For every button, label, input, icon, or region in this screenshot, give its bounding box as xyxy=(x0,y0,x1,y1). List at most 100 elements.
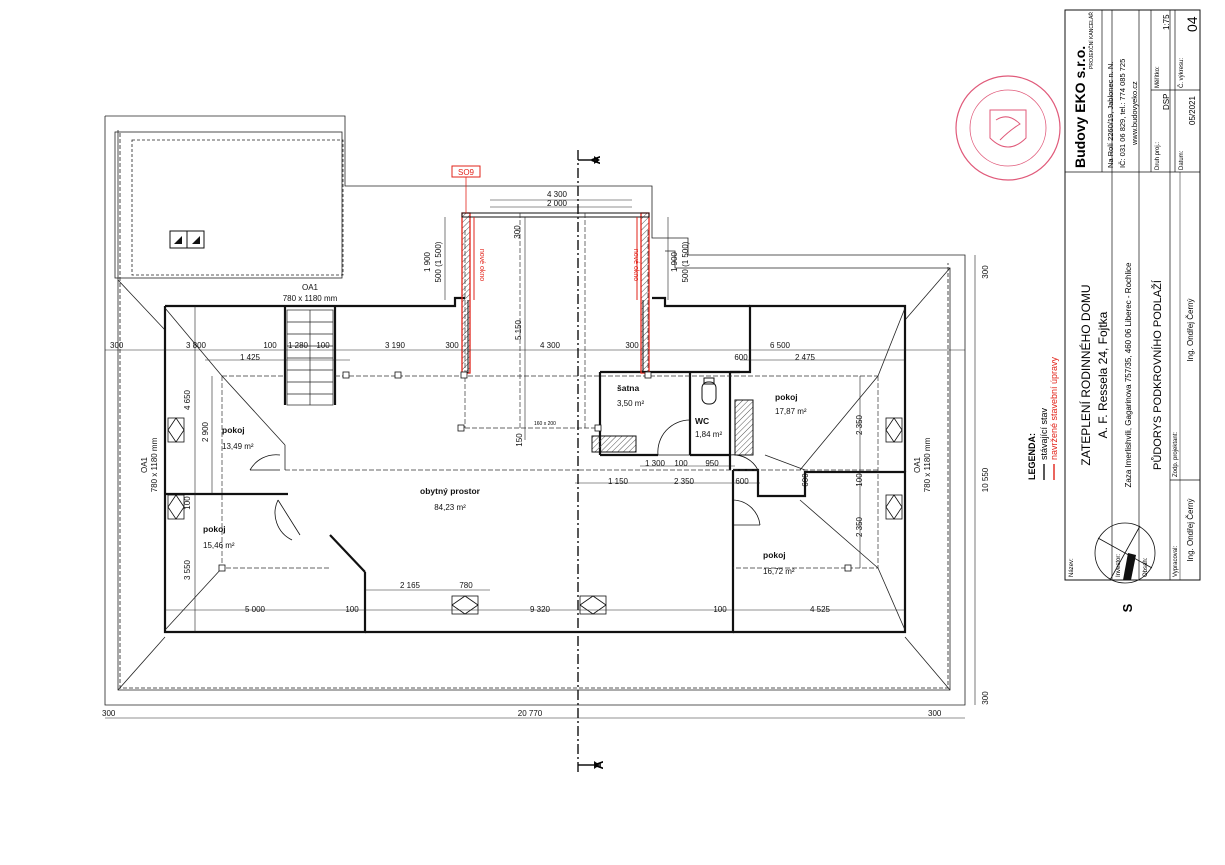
dim-950: 950 xyxy=(705,459,719,468)
walls xyxy=(163,296,907,634)
dim-500-l: 500 (1 500) xyxy=(434,241,443,282)
dim-4650: 4 650 xyxy=(183,389,192,410)
dim-300-d: 300 xyxy=(625,341,639,350)
cislo: 04 xyxy=(1184,16,1200,32)
zodp: Ing. Ondřej Černý xyxy=(1186,298,1195,361)
legend-title: LEGENDA: xyxy=(1027,433,1037,480)
label-datum: Datum: xyxy=(1179,150,1185,170)
datum: 05/2021 xyxy=(1188,96,1197,125)
dim-300-br: 300 xyxy=(928,709,942,718)
dormer xyxy=(461,212,650,374)
dim-780: 780 xyxy=(459,581,473,590)
dim-2900: 2 900 xyxy=(201,421,210,442)
north-label: S xyxy=(1120,603,1135,612)
room-obytny-area: 84,23 m² xyxy=(434,503,466,512)
room-pokoj15-name: pokoj xyxy=(203,524,226,534)
dim-100-e: 100 xyxy=(674,459,688,468)
company-contact: IČ: 031 06 829, tel.: 774 085 725 xyxy=(1118,59,1127,168)
dim-4525: 4 525 xyxy=(810,605,831,614)
company-web: www.budovyeko.cz xyxy=(1130,81,1139,146)
dim-3190: 3 190 xyxy=(385,341,406,350)
dim-150: 150 xyxy=(515,433,524,447)
dim-300-bay: 300 xyxy=(513,225,522,239)
dim-1280: 1 280 xyxy=(288,341,309,350)
so9-label: SO9 xyxy=(458,168,475,177)
dim-9320: 9 320 xyxy=(530,605,551,614)
north-arrow: S xyxy=(1094,522,1156,612)
company-name: Budovy EKO s.r.o. xyxy=(1072,46,1088,168)
section-arrows xyxy=(578,156,600,769)
room-pokoj16-name: pokoj xyxy=(763,550,786,560)
room-obytny-name: obytný prostor xyxy=(420,486,481,496)
room-pokoj17-area: 17,87 m² xyxy=(775,407,807,416)
dim-500-r: 500 (1 500) xyxy=(681,241,690,282)
dim-2165: 2 165 xyxy=(400,581,421,590)
room-satna-name: šatna xyxy=(617,383,639,393)
dim-6500: 6 500 xyxy=(770,341,791,350)
dim-1300: 1 300 xyxy=(645,459,666,468)
dim-5150: 5 150 xyxy=(514,319,523,340)
staircase xyxy=(286,309,334,406)
investor: Zaza Imerlishvili, Gagarinova 757/35, 46… xyxy=(1124,262,1133,488)
room-wc-area: 1,84 m² xyxy=(695,430,722,439)
dim-300-lt: 300 xyxy=(110,341,124,350)
label-zodp: Zodp. projektant: xyxy=(1173,432,1179,477)
title-block: Název: ZATEPLENÍ RODINNÉHO DOMU A. F. Re… xyxy=(1064,9,1201,581)
meritko: 1:75 xyxy=(1162,14,1171,30)
room-pokoj13-area: 13,49 m² xyxy=(222,442,254,451)
oa1-top-size: 780 x 1180 mm xyxy=(283,294,338,303)
dim-1150: 1 150 xyxy=(608,477,629,486)
vypracoval: Ing. Ondřej Černý xyxy=(1186,498,1195,561)
room-pokoj16-area: 16,72 m² xyxy=(763,567,795,576)
room-satna-area: 3,50 m² xyxy=(617,399,644,408)
dim-1900-r: 1 900 xyxy=(670,251,679,272)
dim-100-a: 100 xyxy=(263,341,277,350)
dim-100-l: 100 xyxy=(183,496,192,510)
dim-600-b: 600 xyxy=(735,477,749,486)
engineer-stamp xyxy=(955,75,1061,181)
project-address: A. F. Ressela 24, Fojtka xyxy=(1096,311,1110,438)
legend-item-new: navržené stavební úpravy xyxy=(1049,356,1059,460)
room-pokoj15-area: 15,46 m² xyxy=(203,541,235,550)
legend-item-existing: stávající stav xyxy=(1039,407,1049,460)
dim-600-a: 600 xyxy=(734,353,748,362)
dim-300-rt: 300 xyxy=(981,265,990,279)
label-obsah: Obsah: xyxy=(1143,557,1149,577)
roof-outline xyxy=(104,115,966,706)
room-pokoj13-name: pokoj xyxy=(222,425,245,435)
druh: DSP xyxy=(1162,94,1171,110)
dim-2350-h: 2 350 xyxy=(674,477,695,486)
dim-4300-mid: 4 300 xyxy=(540,341,561,350)
label-druh: Druh proj.: xyxy=(1155,142,1161,170)
dim-300-bl: 300 xyxy=(102,709,116,718)
oa1-right-label: OA1 xyxy=(913,456,922,473)
oa1-left-label: OA1 xyxy=(140,456,149,473)
dim-3800: 3 800 xyxy=(186,341,207,350)
dim-10550: 10 550 xyxy=(981,467,990,492)
label-meritko: Měřítko: xyxy=(1155,66,1161,88)
drawing-title: PŮDORYS PODKROVNÍHO PODLAŽÍ xyxy=(1151,279,1164,470)
dim-4300-top: 4 300 xyxy=(547,190,568,199)
project-title: ZATEPLENÍ RODINNÉHO DOMU xyxy=(1078,284,1093,465)
doors xyxy=(249,419,761,541)
dim-600-c: 600 xyxy=(801,473,810,487)
dim-2000-top: 2 000 xyxy=(547,199,568,208)
skylights xyxy=(167,417,903,615)
room-wc-name: WC xyxy=(695,416,709,426)
dim-5000: 5 000 xyxy=(245,605,266,614)
dim-2350-r2: 2 350 xyxy=(855,516,864,537)
hip-lines xyxy=(164,307,906,631)
section-top-label: A xyxy=(589,155,603,164)
nove-okno-right: nové okno xyxy=(632,249,639,281)
oa1-top-label: OA1 xyxy=(302,283,319,292)
ceiling-lines xyxy=(221,213,879,569)
company-address: Na Rolí 2260/19, Jablonec n. N. xyxy=(1106,62,1115,168)
label-cislo: Č. výkresu: xyxy=(1178,58,1185,88)
dim-300-c: 300 xyxy=(445,341,459,350)
dimension-text: 4 300 2 000 300 1 900 500 (1 500) 1 900 … xyxy=(102,190,990,718)
dim-100-r: 100 xyxy=(855,473,864,487)
nove-okno-left: nové okno xyxy=(478,249,485,281)
section-bottom-label: A xyxy=(592,760,606,769)
dim-2475: 2 475 xyxy=(795,353,816,362)
